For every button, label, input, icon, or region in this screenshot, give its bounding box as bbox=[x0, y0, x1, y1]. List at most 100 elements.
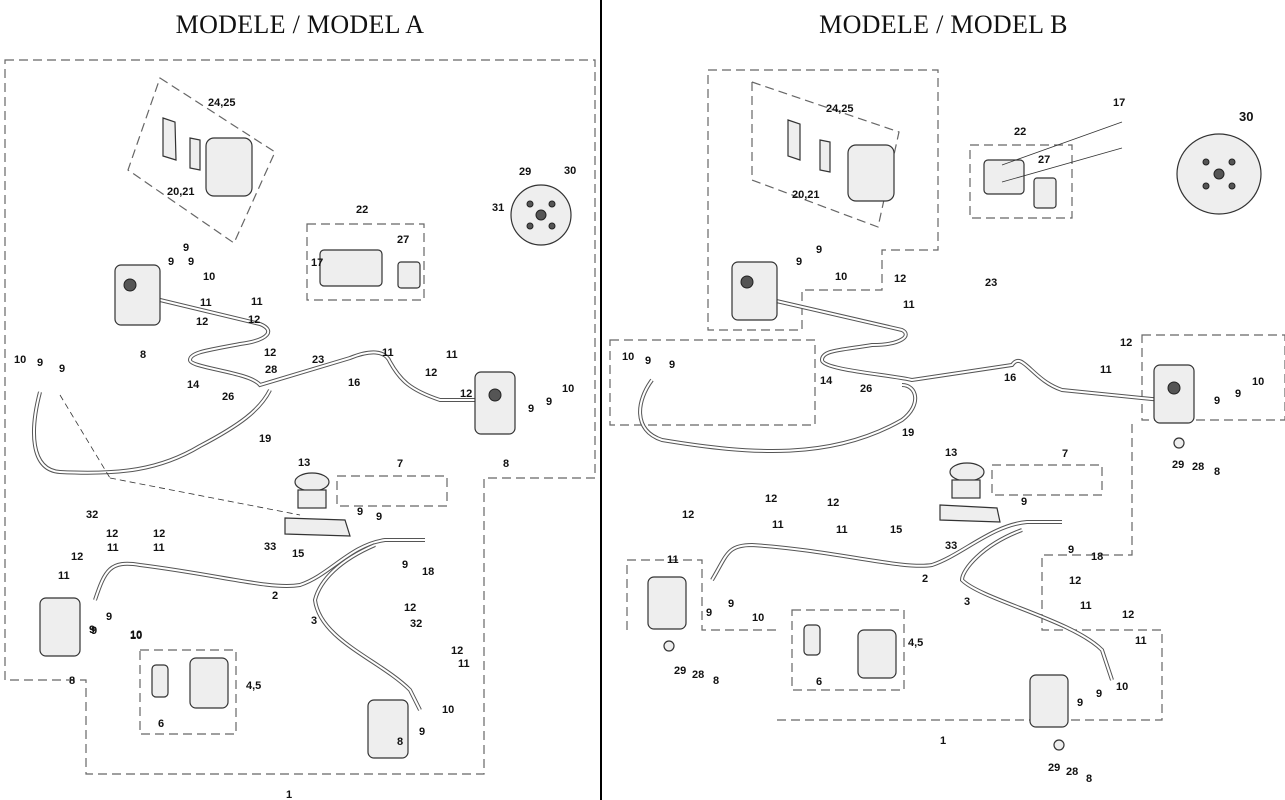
callout-b-12c: 12 bbox=[765, 493, 777, 505]
callout-a-30: 30 bbox=[564, 165, 576, 177]
callout-b-11b: 11 bbox=[1100, 364, 1112, 376]
callout-a-12f: 12 bbox=[106, 528, 118, 540]
callout-a-11e: 11 bbox=[107, 542, 119, 554]
callout-a-9i: 9 bbox=[376, 511, 382, 523]
callout-b-14: 14 bbox=[820, 375, 833, 387]
callout-a-32b: 32 bbox=[410, 618, 422, 630]
callout-b-10e: 10 bbox=[1116, 681, 1128, 693]
callout-b-30: 30 bbox=[1239, 109, 1253, 124]
callout-a-7: 7 bbox=[397, 458, 403, 470]
model-a-parts bbox=[39, 117, 572, 759]
callout-b-9h: 9 bbox=[1068, 544, 1074, 556]
callout-b-12b: 12 bbox=[1120, 337, 1132, 349]
callout-b-10c: 10 bbox=[1252, 376, 1264, 388]
callout-b-10d: 10 bbox=[752, 612, 764, 624]
callout-a-9j: 9 bbox=[402, 559, 408, 571]
callout-a-9e: 9 bbox=[59, 363, 65, 375]
callout-a-9m: 9 bbox=[419, 726, 425, 738]
callout-b-11c: 11 bbox=[772, 519, 784, 531]
callout-b-10a: 10 bbox=[835, 271, 847, 283]
callout-b-16: 16 bbox=[1004, 372, 1016, 384]
callout-a-9c: 9 bbox=[188, 256, 194, 268]
callout-a-19: 19 bbox=[259, 433, 271, 445]
model-a-panel: MODELE / MODEL A bbox=[0, 0, 600, 800]
model-b-switch-box bbox=[991, 464, 1103, 496]
callout-b-4-5: 4,5 bbox=[908, 637, 923, 649]
callout-a-18: 18 bbox=[422, 566, 434, 578]
model-a-master-box bbox=[306, 223, 425, 301]
panel-divider bbox=[600, 0, 602, 800]
callout-a-12j: 12 bbox=[451, 645, 463, 657]
callout-a-10f: 10 bbox=[130, 630, 142, 642]
callout-a-23: 23 bbox=[312, 354, 324, 366]
callout-a-10a: 10 bbox=[203, 271, 215, 283]
callout-b-12d: 12 bbox=[827, 497, 839, 509]
callout-a-26: 26 bbox=[222, 391, 234, 403]
callout-b-9a: 9 bbox=[796, 256, 802, 268]
callout-a-9n: 9 bbox=[91, 625, 97, 637]
model-a-diagram: 24,25 20,21 29 30 31 22 27 17 9 9 9 10 1… bbox=[4, 59, 596, 800]
model-b-callouts: 24,25 20,21 17 22 27 30 9 9 10 12 23 11 … bbox=[622, 97, 1264, 785]
callout-a-24-25: 24,25 bbox=[208, 97, 236, 109]
callout-a-9h: 9 bbox=[357, 506, 363, 518]
callout-a-22: 22 bbox=[356, 204, 368, 216]
callout-b-11a: 11 bbox=[903, 299, 915, 311]
model-b-diagram: 24,25 20,21 17 22 27 30 9 9 10 12 23 11 … bbox=[609, 69, 1285, 785]
callout-b-24-25: 24,25 bbox=[826, 103, 854, 115]
callout-b-9d: 9 bbox=[669, 359, 675, 371]
callout-a-32a: 32 bbox=[86, 509, 98, 521]
callout-b-29c: 29 bbox=[1048, 762, 1060, 774]
callout-b-8b: 8 bbox=[713, 675, 719, 687]
callout-b-29a: 29 bbox=[1172, 459, 1184, 471]
model-b-lower-left-box bbox=[626, 559, 777, 631]
callout-b-26: 26 bbox=[860, 383, 872, 395]
callout-b-27: 27 bbox=[1038, 154, 1050, 166]
model-a-switch-box bbox=[336, 475, 448, 507]
callout-b-3: 3 bbox=[964, 596, 970, 608]
callout-b-12a: 12 bbox=[894, 273, 906, 285]
model-b-caliper-box bbox=[751, 81, 900, 228]
callout-b-12g: 12 bbox=[1122, 609, 1134, 621]
callout-b-9e: 9 bbox=[1214, 395, 1220, 407]
model-b-pads-box bbox=[791, 609, 905, 691]
callout-b-28c: 28 bbox=[1066, 766, 1078, 778]
callout-a-9f: 9 bbox=[528, 403, 534, 415]
callout-b-8a: 8 bbox=[1214, 466, 1220, 478]
callout-a-8c: 8 bbox=[397, 736, 403, 748]
callout-b-6: 6 bbox=[816, 676, 822, 688]
callout-a-20-21: 20,21 bbox=[167, 186, 195, 198]
callout-a-11g: 11 bbox=[58, 570, 70, 582]
callout-a-1: 1 bbox=[286, 789, 292, 800]
callout-a-14: 14 bbox=[187, 379, 200, 391]
callout-a-9l: 9 bbox=[106, 611, 112, 623]
callout-b-9k: 9 bbox=[1077, 697, 1083, 709]
callout-a-33: 33 bbox=[264, 541, 276, 553]
callout-a-11h: 11 bbox=[458, 658, 470, 670]
callout-a-12g: 12 bbox=[153, 528, 165, 540]
callout-a-31: 31 bbox=[492, 202, 504, 214]
model-a-title: MODELE / MODEL A bbox=[175, 10, 425, 39]
callout-a-11a: 11 bbox=[200, 297, 212, 309]
callout-a-8a: 8 bbox=[140, 349, 146, 361]
callout-b-9f: 9 bbox=[1235, 388, 1241, 400]
callout-b-9g: 9 bbox=[1021, 496, 1027, 508]
callout-a-12e: 12 bbox=[460, 388, 472, 400]
callout-b-33: 33 bbox=[945, 540, 957, 552]
callout-b-10b: 10 bbox=[622, 351, 634, 363]
model-a-hoses bbox=[32, 298, 480, 711]
callout-a-10b: 10 bbox=[14, 354, 26, 366]
callout-b-9i: 9 bbox=[706, 607, 712, 619]
model-b-title: MODELE / MODEL B bbox=[819, 10, 1068, 39]
callout-a-17: 17 bbox=[311, 257, 323, 269]
callout-a-11d: 11 bbox=[446, 349, 458, 361]
callout-b-17: 17 bbox=[1113, 97, 1125, 109]
callout-b-18: 18 bbox=[1091, 551, 1103, 563]
callout-a-6: 6 bbox=[158, 718, 164, 730]
callout-b-11e: 11 bbox=[667, 554, 679, 566]
callout-b-11f: 11 bbox=[1080, 600, 1092, 612]
callout-a-11c: 11 bbox=[382, 347, 394, 359]
callout-a-12c: 12 bbox=[264, 347, 276, 359]
callout-b-1: 1 bbox=[940, 735, 946, 747]
callout-b-7: 7 bbox=[1062, 448, 1068, 460]
callout-a-8b: 8 bbox=[503, 458, 509, 470]
